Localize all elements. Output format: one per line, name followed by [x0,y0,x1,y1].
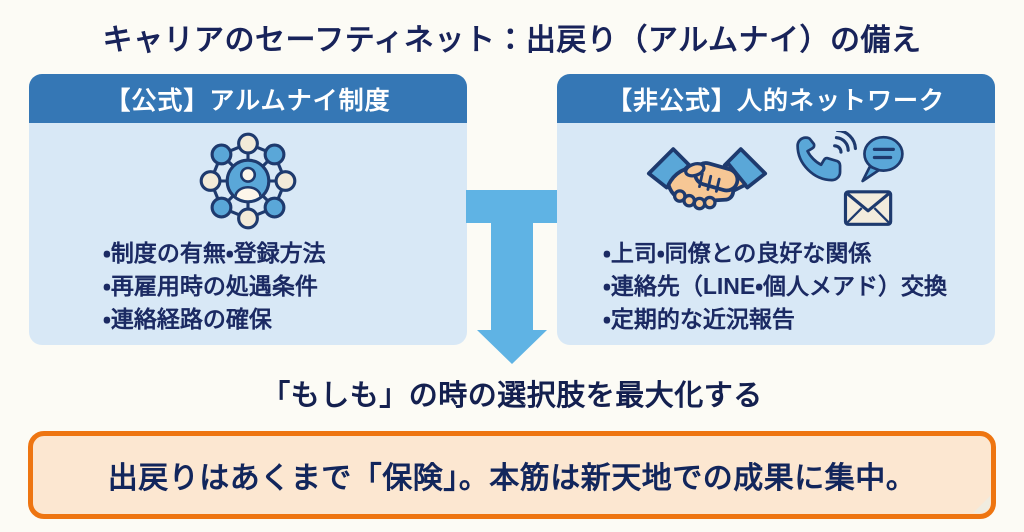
comms-icons [796,131,904,226]
page-title: キャリアのセーフティネット：出戻り（アルムナイ）の備え [102,24,922,57]
down-arrow [466,190,558,364]
formal-bullet-list: ・制度の有無・登録方法 ・再雇用時の処遇条件 ・連絡経路の確保 [29,237,467,336]
conclusion-box: 出戻りはあくまで「保険」。本筋は新天地での成果に集中。 [28,431,996,519]
list-item: ・上司・同僚との良好な関係 [603,240,872,266]
list-item: ・連絡経路の確保 [103,306,272,332]
list-item: ・再雇用時の処遇条件 [103,273,318,299]
conclusion-text: 出戻りはあくまで「保険」。本筋は新天地での成果に集中。 [107,462,917,495]
informal-bullet-list: ・上司・同僚との良好な関係 ・連絡先（LINE・個人メアド）交換 ・定期的な近況… [557,237,995,336]
network-people-icon [199,132,297,230]
list-item: ・連絡先（LINE・個人メアド）交換 [603,273,948,299]
formal-icon-zone [29,123,467,235]
panel-formal-alumni: 【公式】アルムナイ制度 [29,74,467,345]
panel-informal-header: 【非公式】人的ネットワーク [557,74,995,123]
list-item: ・定期的な近況報告 [603,306,795,332]
panel-informal-network: 【非公式】人的ネットワーク [557,74,995,345]
chat-bubble-icon [861,135,904,183]
page-curl-decoration [973,496,990,513]
maximize-options-text: 「もしも」の時の選択肢を最大化する [261,380,763,412]
informal-icon-zone [557,123,995,235]
signal-waves-icon [833,131,857,154]
phone-icon [796,131,857,182]
panel-formal-header: 【公式】アルムナイ制度 [29,74,467,123]
envelope-icon [843,190,893,226]
handshake-icon [646,147,768,211]
list-item: ・制度の有無・登録方法 [103,240,326,266]
